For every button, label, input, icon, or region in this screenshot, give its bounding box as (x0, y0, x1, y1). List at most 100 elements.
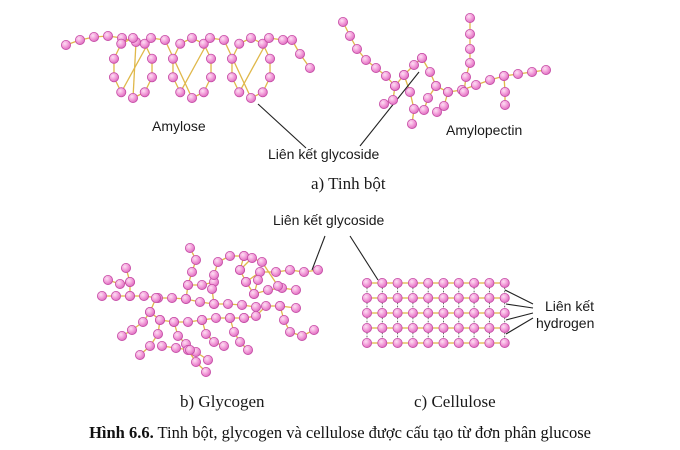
glycogen-unit (224, 312, 235, 323)
amylopectin-unit (351, 44, 362, 55)
cellulose-unit (423, 292, 434, 303)
glycogen-unit (208, 269, 219, 280)
glycogen-unit (298, 266, 309, 277)
glycogen-unit (184, 242, 195, 253)
amylose-unit (245, 33, 256, 44)
cellulose-unit (392, 322, 403, 333)
hydrogen-bond-label-line1: Liên kết (545, 298, 595, 314)
bond-layer (65, 18, 547, 373)
glycogen-unit (260, 300, 271, 311)
cellulose-unit (453, 277, 464, 288)
cellulose-unit (438, 337, 449, 348)
glycogen-unit (228, 326, 239, 337)
cellulose-unit (438, 307, 449, 318)
figure-caption: Hình 6.6. Tinh bột, glycogen và cellulos… (0, 423, 680, 443)
amylopectin-unit (430, 81, 441, 92)
amylose-unit (108, 72, 119, 83)
amylose-unit (206, 53, 217, 64)
amylopectin-unit (408, 104, 419, 115)
amylopectin-unit (499, 87, 510, 98)
cellulose-unit (423, 277, 434, 288)
cellulose-unit (392, 292, 403, 303)
glycogen-unit (200, 366, 211, 377)
amylopectin-unit (380, 71, 391, 82)
amylopectin-unit (337, 16, 348, 27)
glycogen-unit (308, 324, 319, 335)
glycogen-unit (152, 328, 163, 339)
amylose-unit (89, 32, 100, 43)
cellulose-unit (484, 307, 495, 318)
amylose-unit (103, 30, 114, 41)
glycogen-unit (125, 290, 136, 301)
cellulose-unit (438, 277, 449, 288)
cellulose-unit (453, 307, 464, 318)
glycogen-unit (137, 316, 148, 327)
cellulose-unit (484, 292, 495, 303)
cellulose-unit (453, 292, 464, 303)
cellulose-unit (377, 337, 388, 348)
amylopectin-unit (460, 72, 471, 83)
amylopectin-unit (408, 60, 419, 71)
amylose-unit (226, 53, 237, 64)
panel-c-label: c) Cellulose (414, 392, 496, 411)
amylopectin-unit (422, 93, 433, 104)
cellulose-unit (392, 277, 403, 288)
callout-hydrogen-bond-2 (505, 303, 534, 309)
glycogen-unit (194, 296, 205, 307)
amylopectin-unit (424, 67, 435, 78)
amylopectin-unit (360, 55, 371, 66)
cellulose-unit (438, 292, 449, 303)
caption-text: Tinh bột, glycogen và cellulose được cấu… (153, 423, 591, 442)
callout-hydrogen-bond-4 (505, 317, 534, 335)
amylopectin-unit (442, 87, 453, 98)
amylose-unit (186, 93, 197, 104)
cellulose-unit (377, 292, 388, 303)
cellulose-unit (423, 322, 434, 333)
glycogen-unit (278, 314, 289, 325)
cellulose-unit (392, 337, 403, 348)
amylopectin-unit (404, 87, 415, 98)
amylose-unit (139, 87, 150, 98)
glycogen-unit (256, 256, 267, 267)
amylopectin-unit (498, 71, 509, 82)
cellulose-unit (423, 307, 434, 318)
cellulose-unit (377, 307, 388, 318)
glycogen-unit (138, 290, 149, 301)
amylose-unit (139, 38, 150, 49)
amylose-unit (234, 87, 245, 98)
glycogen-unit (218, 340, 229, 351)
callout-amylose-bond (257, 103, 307, 149)
glucose-units (61, 12, 552, 377)
glycogen-unit (208, 298, 219, 309)
glycogen-unit (248, 288, 259, 299)
glycosidic-bond-label-top: Liên kết glycoside (268, 146, 380, 162)
amylopectin-label: Amylopectin (446, 122, 523, 138)
glycosidic-bond (164, 39, 193, 99)
amylose-unit (75, 35, 86, 46)
cellulose-unit (453, 337, 464, 348)
glycogen-unit (284, 326, 295, 337)
glycogen-unit (184, 344, 195, 355)
glycogen-unit (210, 312, 221, 323)
caption-number: Hình 6.6. (89, 423, 154, 442)
glycogen-unit (186, 266, 197, 277)
cellulose-unit (453, 322, 464, 333)
cellulose-unit (499, 337, 510, 348)
amylopectin-unit (464, 58, 475, 69)
glycogen-unit (236, 299, 247, 310)
cellulose-unit (469, 277, 480, 288)
glycogen-unit (103, 274, 114, 285)
glycogen-unit (312, 264, 323, 275)
glycogen-unit (144, 306, 155, 317)
glycogen-unit (182, 279, 193, 290)
amylose-unit (226, 72, 237, 83)
glycogen-unit (270, 266, 281, 277)
amylopectin-unit (499, 100, 510, 111)
glycogen-unit (242, 344, 253, 355)
glycogen-unit (134, 349, 145, 360)
amylopectin-unit (416, 53, 427, 64)
cellulose-unit (361, 307, 372, 318)
glycogen-unit (296, 330, 307, 341)
amylopectin-unit (406, 119, 417, 130)
